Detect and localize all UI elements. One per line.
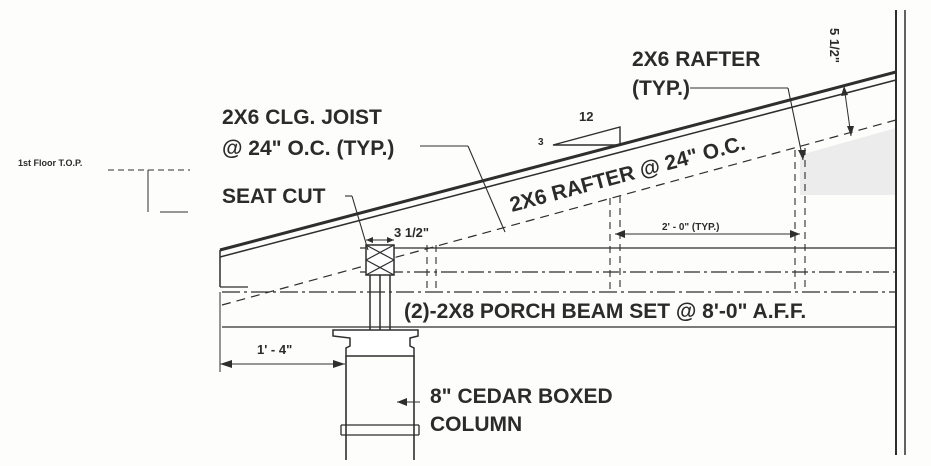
seat-depth-label: 3 1/2" <box>394 225 429 240</box>
hidden-joists <box>426 148 806 290</box>
joist-spacing-dim <box>615 230 800 238</box>
leaders <box>345 87 806 406</box>
clg-joist-line1: 2X6 CLG. JOIST <box>222 106 382 129</box>
cedar-column <box>332 329 420 460</box>
rafter <box>219 70 897 306</box>
pitch-run-label: 12 <box>579 109 593 124</box>
rafter-typ-line2: (TYP.) <box>632 77 690 100</box>
clg-joist-line2: @ 24" O.C. (TYP.) <box>222 137 394 160</box>
ceiling-joist <box>360 247 896 273</box>
rafter-depth-label: 5 1/2" <box>827 28 842 63</box>
floor-ref-label: 1st Floor T.O.P. <box>18 158 82 168</box>
beam-label: (2)-2X8 PORCH BEAM SET @ 8'-0" A.F.F. <box>404 300 806 323</box>
floor-reference <box>108 169 190 213</box>
rafter-depth-dim <box>841 85 854 137</box>
pitch-triangle <box>552 126 621 146</box>
rafter-typ-line1: 2X6 RAFTER <box>632 48 760 71</box>
seat-cut-block <box>365 244 395 330</box>
column-line1: 8" CEDAR BOXED <box>430 385 613 408</box>
pitch-rise-label: 3 <box>538 137 544 148</box>
overhang-label: 1' - 4" <box>257 342 292 357</box>
shaded-soffit <box>800 128 896 195</box>
seat-depth-dim <box>366 237 394 243</box>
seat-cut-label: SEAT CUT <box>222 185 326 208</box>
column-line2: COLUMN <box>430 413 522 436</box>
joist-spacing-label: 2' - 0" (TYP.) <box>662 222 720 233</box>
exterior-wall <box>895 10 906 455</box>
overhang-dim <box>219 292 345 372</box>
porch-beam <box>222 291 896 328</box>
